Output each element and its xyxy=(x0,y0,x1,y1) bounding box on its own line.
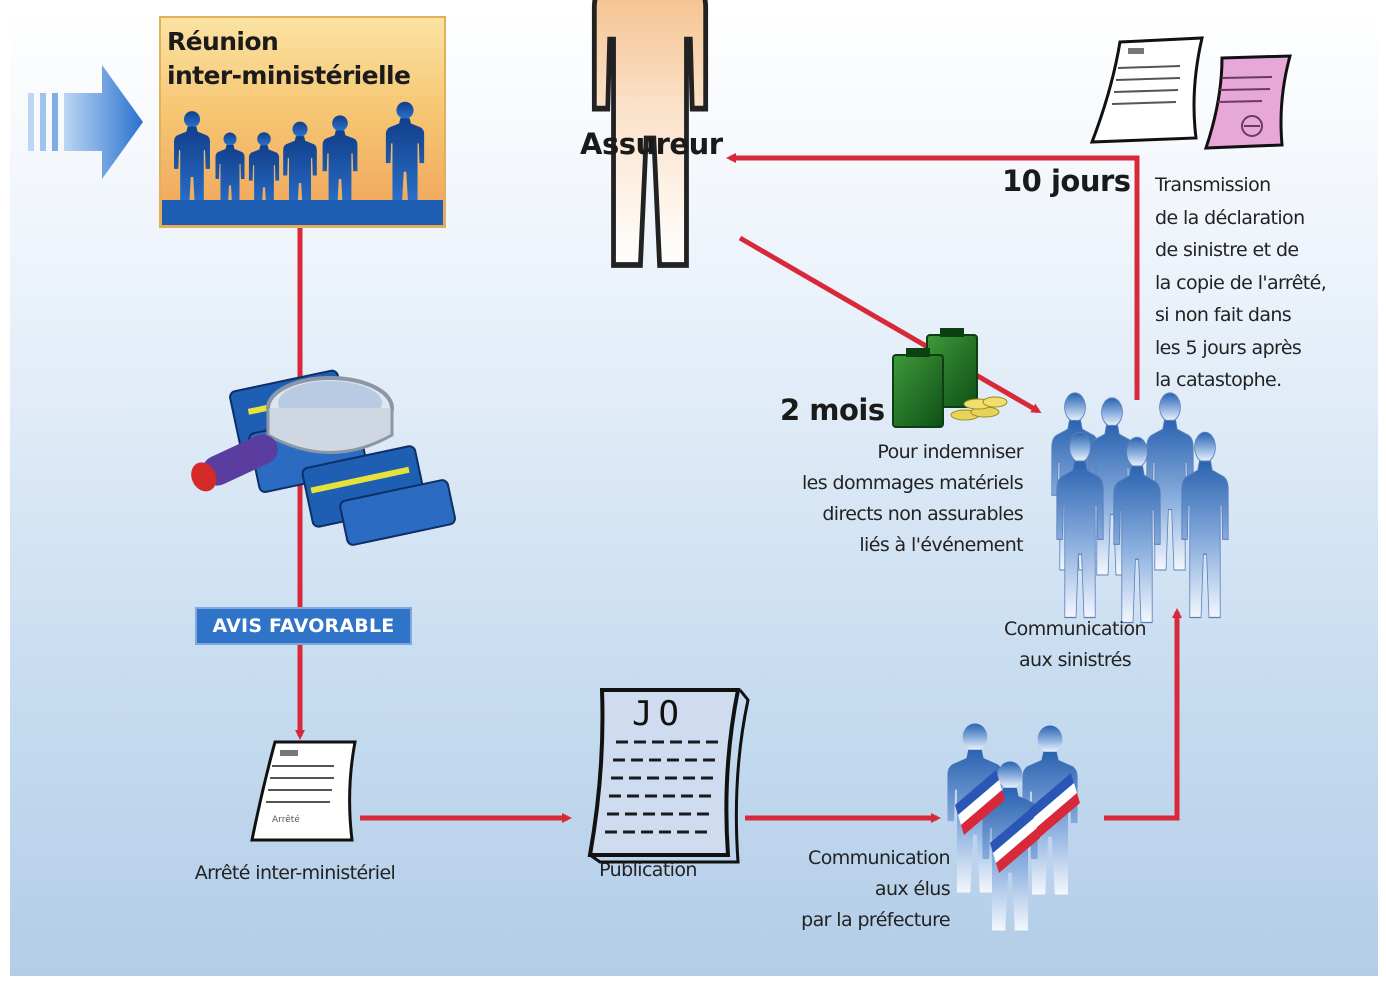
meeting-box xyxy=(159,16,446,228)
money-icon xyxy=(892,328,1008,428)
elus-label: Communication aux élus par la préfecture xyxy=(801,847,950,931)
journal-officiel-icon xyxy=(587,688,750,864)
deadline-2-mois-value: 2 mois xyxy=(780,393,885,427)
declaration-document-icon xyxy=(1203,54,1292,150)
deadline-2-mois-text: Pour indemniser les dommages matériels d… xyxy=(802,441,1024,556)
arrete-document-icon xyxy=(250,740,357,842)
entry-arrow xyxy=(28,65,143,179)
deadline-10-jours-text: Transmission de la déclaration de sinist… xyxy=(1155,174,1327,391)
arrow-sinistres-to-assureur xyxy=(726,153,1140,400)
arrete-label: Arrêté inter-ministériel xyxy=(194,862,396,884)
meeting-people xyxy=(162,101,443,225)
publication-label: Publication xyxy=(599,859,697,881)
arrow-elus-to-sinistres xyxy=(1104,608,1182,821)
sinistres-people-icon xyxy=(1051,392,1229,624)
arrete-copy-document-icon xyxy=(1089,36,1204,144)
magnifier-folders-illustration xyxy=(191,369,456,546)
arrete-doc-text: Arrêté xyxy=(272,814,300,825)
tricolor-sashes xyxy=(955,770,1080,873)
journal-text: JO xyxy=(632,694,685,734)
meeting-title: Réunion inter-ministérielle xyxy=(167,27,411,90)
assureur-label: Assureur xyxy=(580,127,723,161)
sinistres-label: Communication aux sinistrés xyxy=(1004,618,1147,671)
arrow-assureur-to-sinistres xyxy=(738,235,1042,414)
avis-favorable-badge: AVIS FAVORABLE xyxy=(197,609,410,643)
deadline-10-jours-value: 10 jours xyxy=(1002,164,1131,198)
